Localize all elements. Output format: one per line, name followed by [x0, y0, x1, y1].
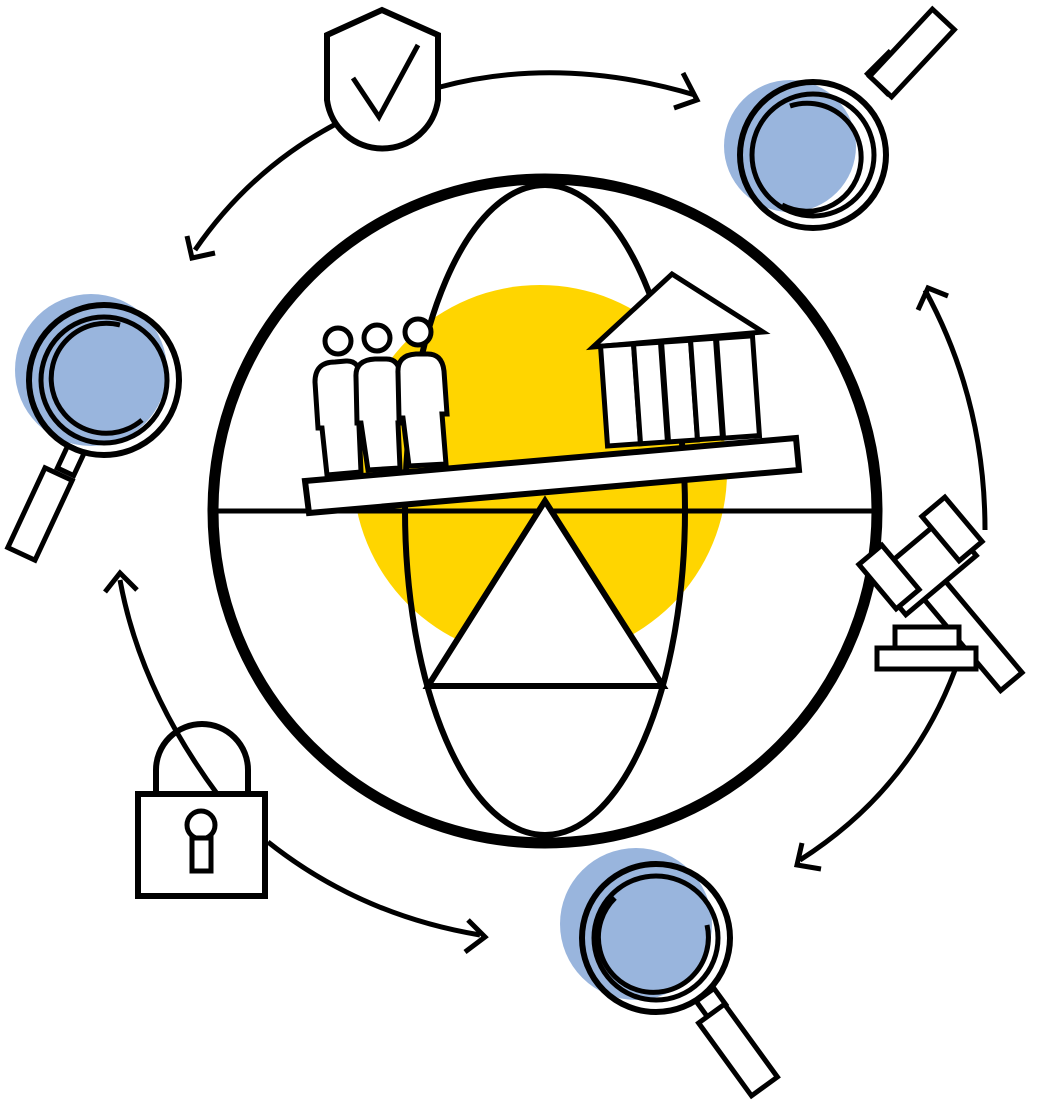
magnifier-icon	[724, 9, 954, 228]
magnifier-icon	[8, 294, 179, 560]
magnifier-icon	[560, 848, 777, 1096]
padlock-icon	[138, 724, 265, 896]
shield-body	[327, 10, 438, 149]
shield-check-icon	[327, 10, 438, 149]
courthouse-icon	[593, 274, 763, 446]
people-group-icon	[315, 319, 447, 475]
gavel-icon	[859, 497, 1022, 690]
